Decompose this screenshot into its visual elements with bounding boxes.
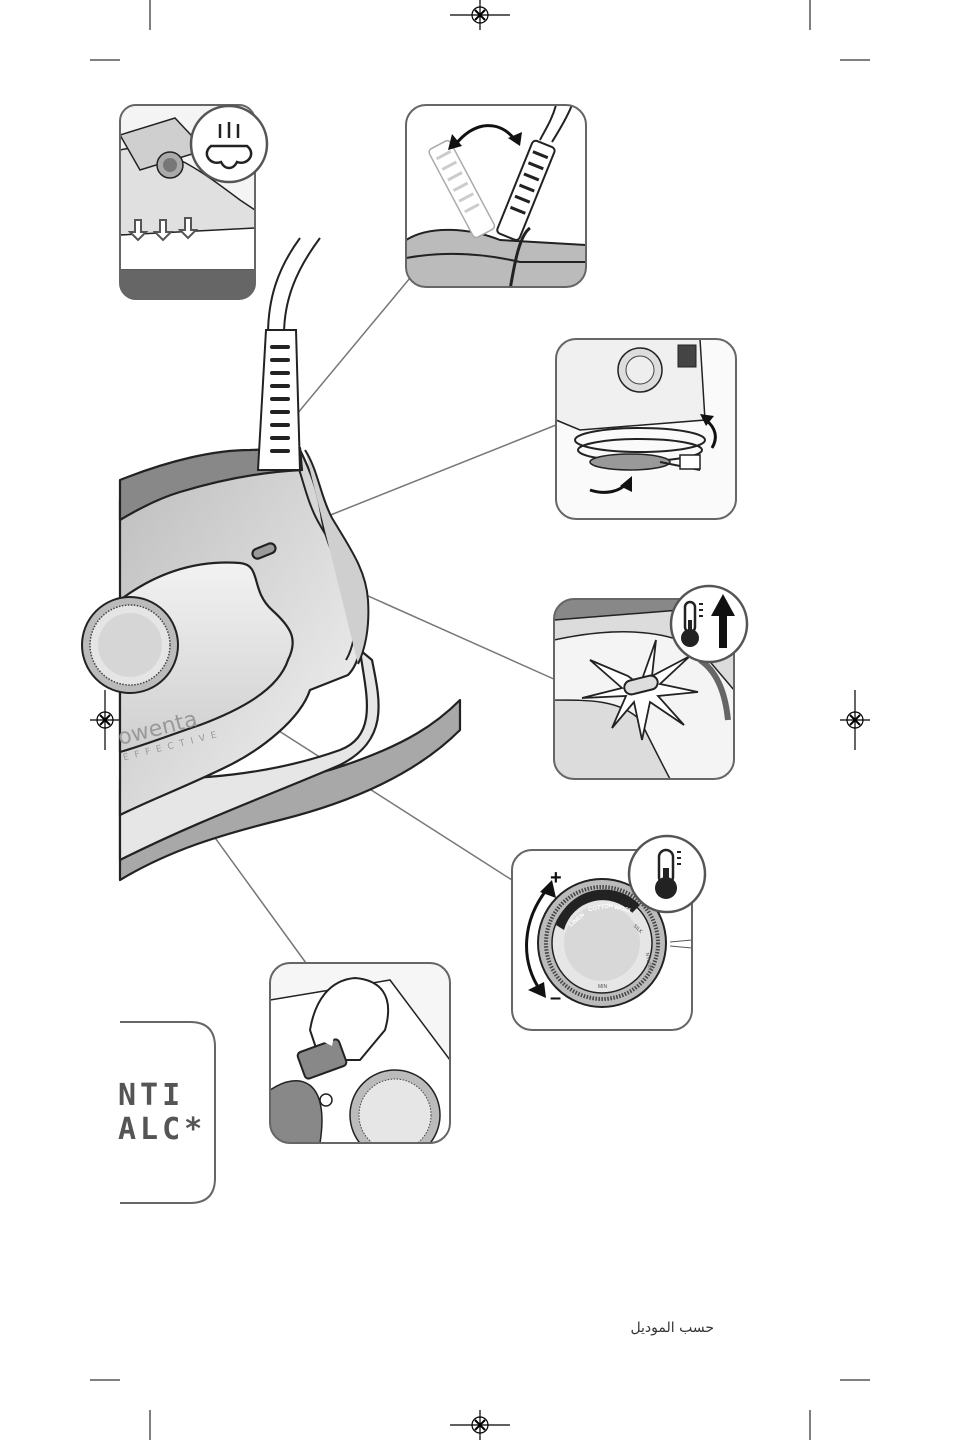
steam-icon [189,104,269,184]
crop-marks [90,0,870,1440]
dial-minus: – [550,987,561,1009]
real-sleeve [496,139,556,242]
cord-sleeve [256,329,302,471]
anticalc-line1: NTI [118,1078,185,1113]
dial-label-wool: WOOL [613,905,633,915]
anticalc-line2: ALC* [118,1112,207,1147]
steam-arrows [127,217,199,242]
panel-cord-rotate [405,104,587,288]
dial-arrow-icon [525,880,556,998]
footer-model-note: حسب الموديل [630,1320,714,1336]
dial-label-cotton: COTTON [588,903,614,913]
anticalc-box [120,1021,216,1204]
panel-indicator-light [553,584,749,780]
wind-arrow-icon [589,414,717,494]
rotate-arrow-icon [448,124,522,150]
panel-anticalc-press [269,962,451,1144]
dial-label-min: MIN [598,984,608,990]
panel-cord-wind [555,338,737,520]
dial-plus: + [550,867,562,889]
dial-label-nylon: NYLON [644,952,653,970]
panel-steam [119,104,269,300]
iron-dial [81,596,179,694]
ghost-sleeve [428,139,496,239]
sleeve-slots [270,345,290,453]
panel-temperature-dial: LINEN COTTON WOOL SILK NYLON MIN + – [511,834,707,1031]
thermometer-icon [627,834,707,914]
registration-mark-icon [90,0,870,1440]
thermometer-up-icon [669,584,749,664]
